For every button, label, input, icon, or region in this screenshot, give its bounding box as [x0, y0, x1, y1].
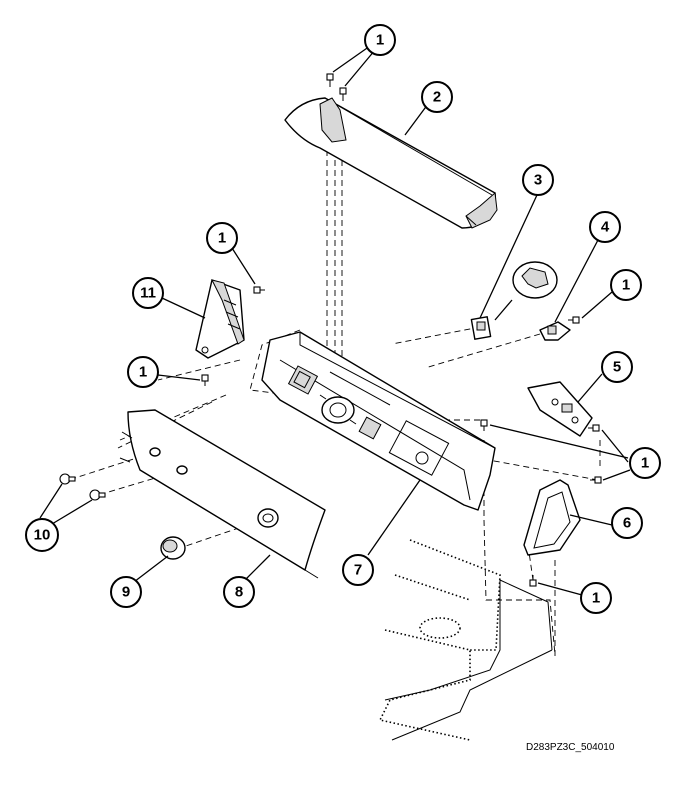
callout-label: 2: [433, 89, 441, 106]
callout-label: 3: [534, 172, 542, 189]
callout-1-right-middle: 1: [629, 447, 661, 479]
leader-lines: [39, 45, 631, 596]
callout-1-bottom: 1: [580, 582, 612, 614]
callout-1-top: 1: [364, 24, 396, 56]
bracket-component: [539, 321, 571, 341]
control-console-housing: [261, 331, 496, 511]
callout-8: 8: [223, 576, 255, 608]
callout-10: 10: [25, 518, 59, 552]
timer-mounting-plate: [527, 381, 593, 437]
callout-label: 1: [218, 230, 226, 247]
callout-label: 1: [592, 590, 600, 607]
control-knob: [160, 536, 186, 560]
right-end-cap: [523, 479, 581, 556]
cabinet-outline: [378, 539, 553, 741]
callout-label: 1: [641, 455, 649, 472]
callout-5: 5: [601, 351, 633, 383]
callout-label: 9: [122, 584, 130, 601]
callout-1-right-upper: 1: [610, 269, 642, 301]
callout-label: 11: [140, 285, 156, 302]
callout-label: 7: [354, 562, 362, 579]
callout-label: 8: [235, 584, 243, 601]
left-end-cap: [195, 279, 245, 359]
screws: [59, 73, 602, 587]
callout-11: 11: [132, 277, 164, 309]
callout-9: 9: [110, 576, 142, 608]
callout-1-left-upper: 1: [206, 222, 238, 254]
callout-label: 1: [622, 277, 630, 294]
callout-label: 4: [601, 219, 610, 236]
callout-3: 3: [522, 164, 554, 196]
callout-6: 6: [611, 507, 643, 539]
callouts: 1 2 3 4 1 1 11 1 5 1 6 10 7 1 9 8: [25, 24, 661, 614]
drawing-code: D283PZ3C_504010: [526, 742, 615, 753]
callout-1-left-lower: 1: [127, 356, 159, 388]
callout-label: 10: [34, 527, 51, 544]
callout-label: 1: [139, 364, 147, 381]
front-control-panel: [119, 409, 326, 579]
control-panel-top-cover: [284, 97, 498, 229]
switch-component: [470, 261, 558, 340]
callout-label: 6: [623, 515, 631, 532]
callout-2: 2: [421, 81, 453, 113]
callout-label: 1: [376, 32, 384, 49]
callout-7: 7: [342, 554, 374, 586]
callout-label: 5: [613, 359, 621, 376]
callout-4: 4: [589, 211, 621, 243]
